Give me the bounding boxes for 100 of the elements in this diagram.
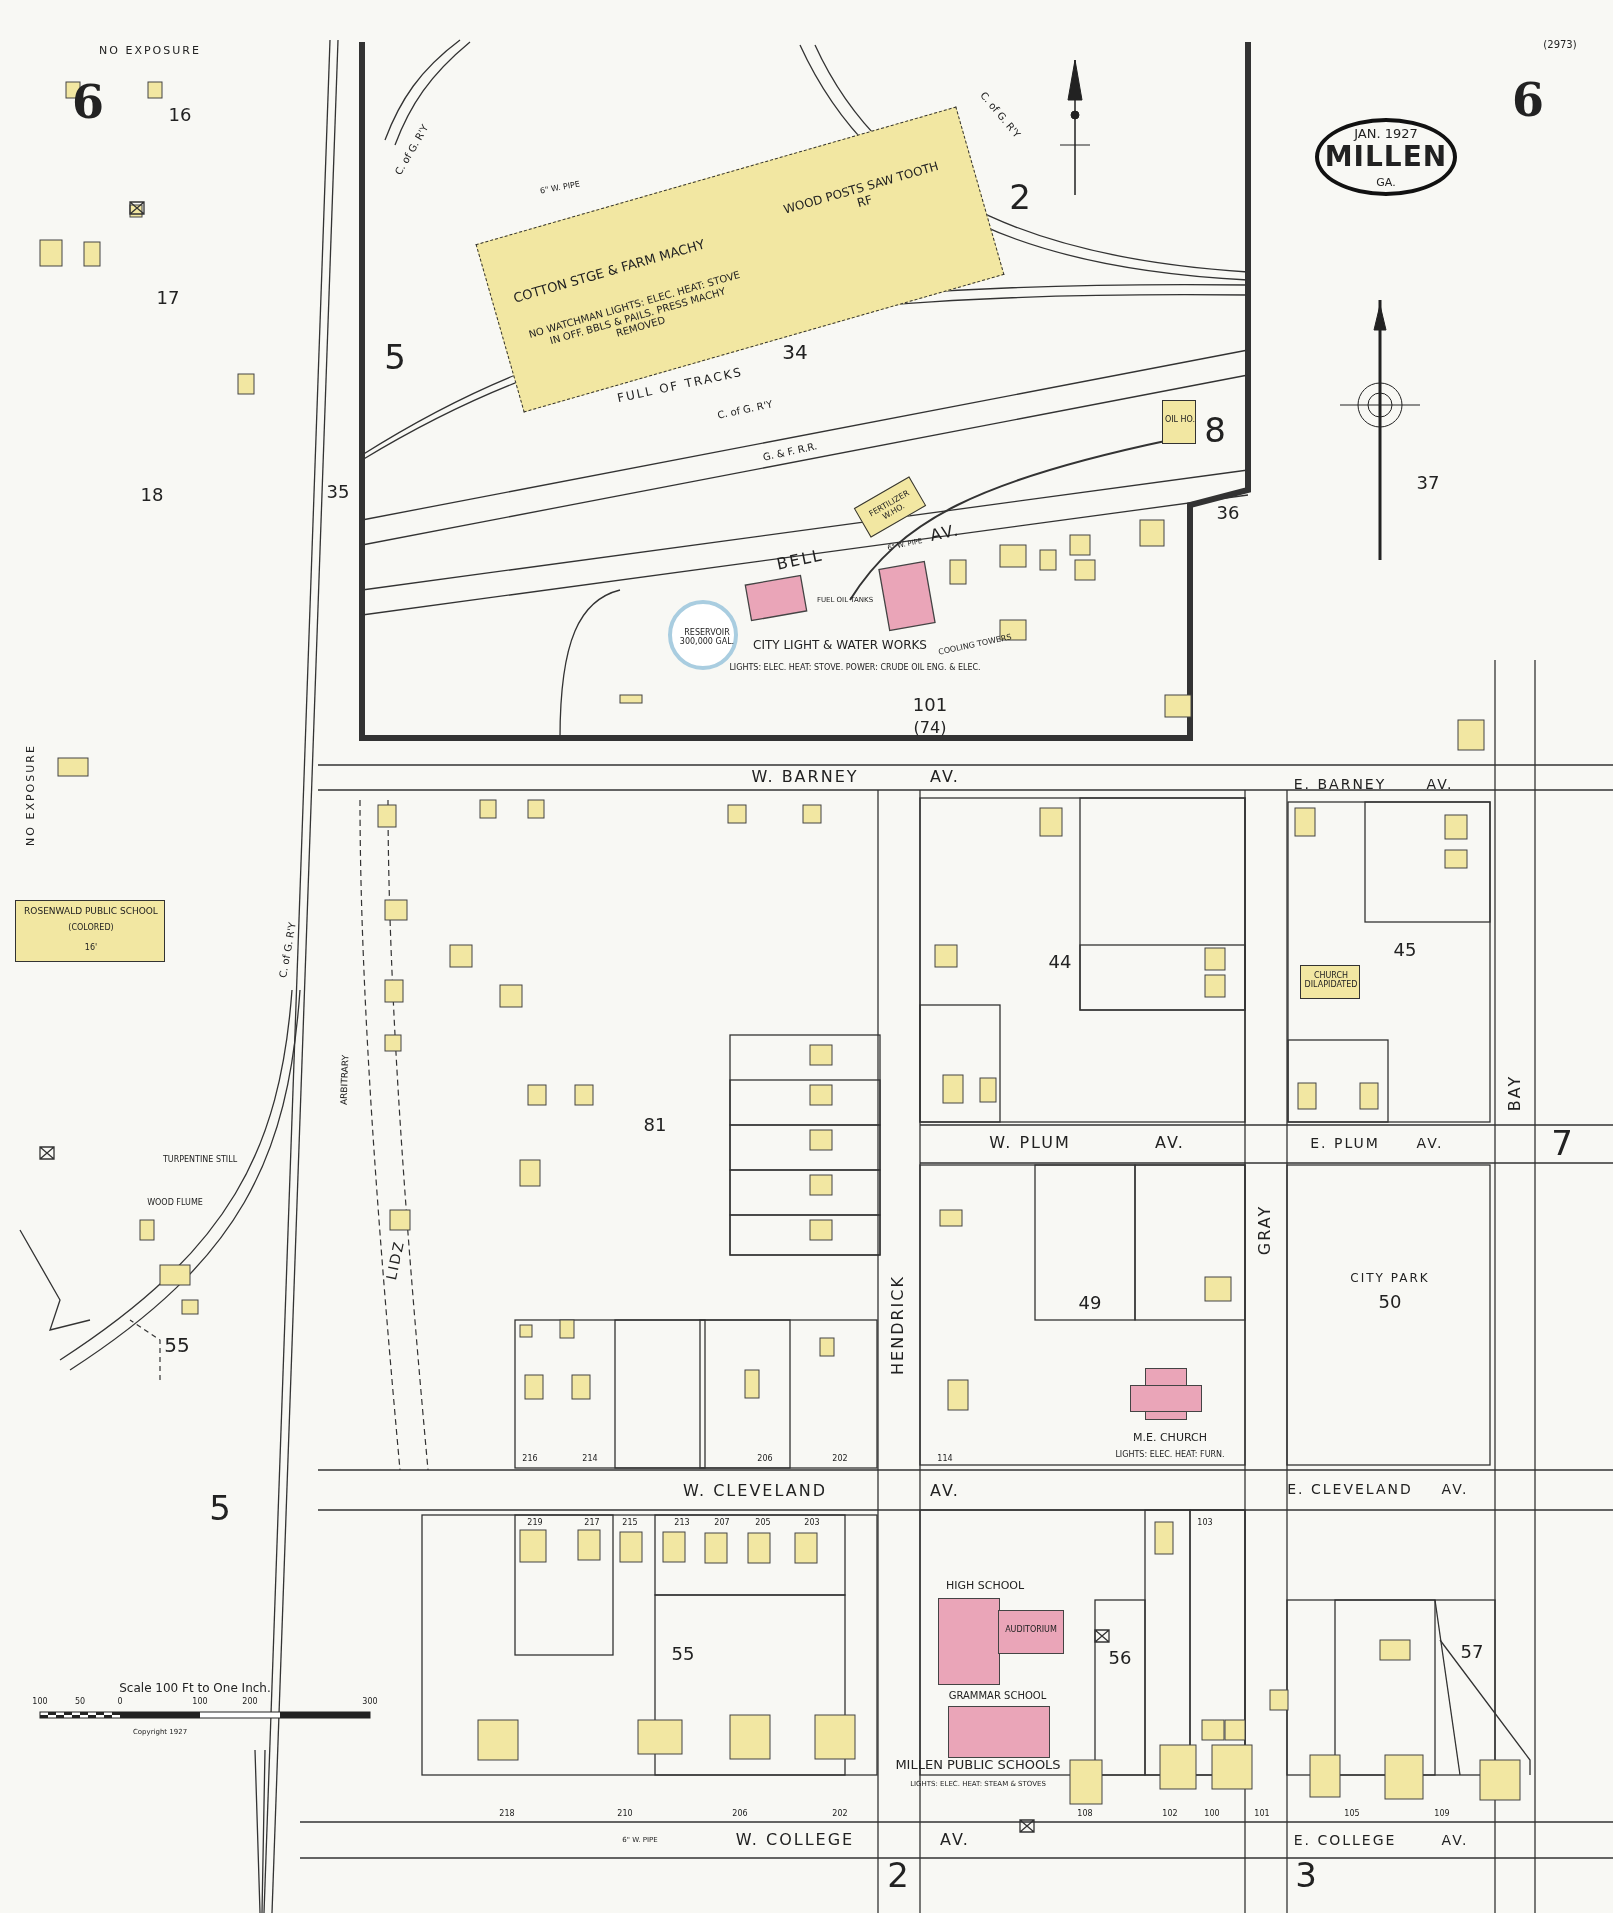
house-number: 214 [582, 1455, 598, 1463]
block-number: 56 [1108, 1649, 1132, 1667]
block-number: 18 [140, 486, 164, 504]
block-number: (74) [913, 720, 947, 736]
building-label: CHURCH DILAPIDATED [1303, 971, 1359, 990]
block-number: 35 [326, 483, 350, 501]
street-name: HENDRICK [890, 1275, 906, 1375]
block-number: 17 [156, 289, 180, 307]
street-name: E. CLEVELAND [1287, 1482, 1413, 1496]
house-number: 203 [804, 1519, 820, 1527]
house-number: 206 [732, 1810, 748, 1818]
map-state: GA. [1376, 176, 1396, 188]
block-number: 45 [1393, 941, 1417, 959]
street-name: AV. [1441, 1482, 1469, 1496]
street-name: BELL [775, 547, 825, 573]
adjoining-sheet-number: 5 [384, 340, 406, 374]
house-number: 202 [832, 1455, 848, 1463]
block-number: 55 [164, 1335, 190, 1355]
block-number: 16 [168, 106, 192, 124]
house-number: 108 [1077, 1810, 1093, 1818]
street-name: AV. [930, 769, 960, 785]
house-number: 101 [1254, 1810, 1270, 1818]
street-name: E. BARNEY [1293, 777, 1387, 791]
house-number: 217 [584, 1519, 600, 1527]
map-note: TURPENTINE STILL [162, 1156, 238, 1164]
house-number: 218 [499, 1810, 515, 1818]
street-name: LIDZ [383, 1238, 407, 1282]
street-name: GRAY [1257, 1204, 1273, 1256]
scale-number: 50 [74, 1698, 86, 1706]
block-number: 55 [671, 1645, 695, 1663]
map-note: ARBITRARY [339, 1054, 351, 1106]
map-note: NO EXPOSURE [24, 744, 36, 846]
building-label: LIGHTS: ELEC. HEAT: FURN. [1114, 1450, 1226, 1460]
house-number: 202 [832, 1810, 848, 1818]
school-building [15, 900, 165, 962]
railway-name: C. of G. R'Y [278, 921, 298, 979]
building-label: HIGH SCHOOL [944, 1580, 1026, 1593]
adjoining-sheet-number: 7 [1551, 1126, 1573, 1160]
building-name: CITY LIGHT & WATER WORKS [753, 639, 927, 651]
building-label: GRAMMAR SCHOOL [947, 1690, 1048, 1702]
building-label: ROSENWALD PUBLIC SCHOOL [23, 906, 159, 917]
street-name: AV. [940, 1832, 970, 1848]
house-number: 100 [1204, 1810, 1220, 1818]
block-number: 50 [1378, 1293, 1402, 1311]
block-number: 44 [1048, 953, 1072, 971]
street-name: AV. [928, 522, 962, 544]
map-note: NO EXPOSURE [99, 44, 201, 56]
block-number: 37 [1416, 474, 1440, 492]
map-note: CITY PARK [1350, 1272, 1430, 1284]
block-number: 36 [1216, 504, 1240, 522]
street-name: AV. [1155, 1135, 1185, 1151]
house-number: 219 [527, 1519, 543, 1527]
street-name: AV. [1416, 1136, 1444, 1150]
block-number: 49 [1078, 1294, 1102, 1312]
street-name: AV. [1426, 777, 1454, 791]
street-name: W. CLEVELAND [683, 1483, 827, 1499]
church-building [1300, 965, 1360, 999]
building-label: OIL HO. [1163, 415, 1197, 425]
block-number: 34 [782, 342, 808, 362]
building-label: AUDITORIUM [1004, 1625, 1058, 1635]
scale-number: 100 [32, 1698, 48, 1706]
street-name: E. COLLEGE [1293, 1833, 1397, 1847]
building-label: 16' [83, 943, 99, 953]
block-number: 81 [643, 1116, 667, 1134]
house-number: 210 [617, 1810, 633, 1818]
map-note: WOOD FLUME [147, 1199, 203, 1207]
house-number: 205 [755, 1519, 771, 1527]
sheet-number: 6 [1512, 77, 1544, 123]
scale-number: 300 [362, 1698, 378, 1706]
house-number: 109 [1434, 1810, 1450, 1818]
map-note: LIGHTS: ELEC. HEAT: STOVE. POWER: CRUDE OIL ENG. & ELEC. [729, 664, 981, 672]
scale-number: 100 [192, 1698, 208, 1706]
house-number: 216 [522, 1455, 538, 1463]
house-number: 103 [1197, 1519, 1213, 1527]
street-name: W. BARNEY [751, 769, 859, 785]
railway-name: G. & F. R.R. [762, 441, 818, 463]
sheet-number: 6 [72, 79, 104, 125]
oil-house-building [1162, 400, 1196, 444]
scale-number: 200 [242, 1698, 258, 1706]
house-number: 114 [937, 1455, 953, 1463]
adjoining-sheet-number: 3 [1295, 1858, 1317, 1892]
map-date: JAN. 1927 [1354, 126, 1418, 140]
railway-name: C. of G. R'Y [393, 123, 431, 177]
pipe-note: 6" W. PIPE [539, 180, 581, 196]
street-name: BAY [1507, 1074, 1523, 1112]
block-number: 57 [1460, 1643, 1484, 1661]
adjoining-sheet-number: 2 [1009, 180, 1031, 214]
adjoining-sheet-number: 5 [209, 1491, 231, 1525]
street-name: W. COLLEGE [735, 1832, 855, 1848]
railway-name: C. of G. R'Y [978, 90, 1022, 140]
house-number: 213 [674, 1519, 690, 1527]
street-name: AV. [1441, 1833, 1469, 1847]
map-title: MILLEN [1324, 143, 1448, 171]
adjoining-sheet-number: 8 [1204, 413, 1226, 447]
house-number: 207 [714, 1519, 730, 1527]
street-name: W. PLUM [989, 1135, 1071, 1151]
house-number: 105 [1344, 1810, 1360, 1818]
building-label: (COLORED) [67, 923, 115, 933]
building-label: M.E. CHURCH [1132, 1432, 1208, 1445]
house-number: 102 [1162, 1810, 1178, 1818]
